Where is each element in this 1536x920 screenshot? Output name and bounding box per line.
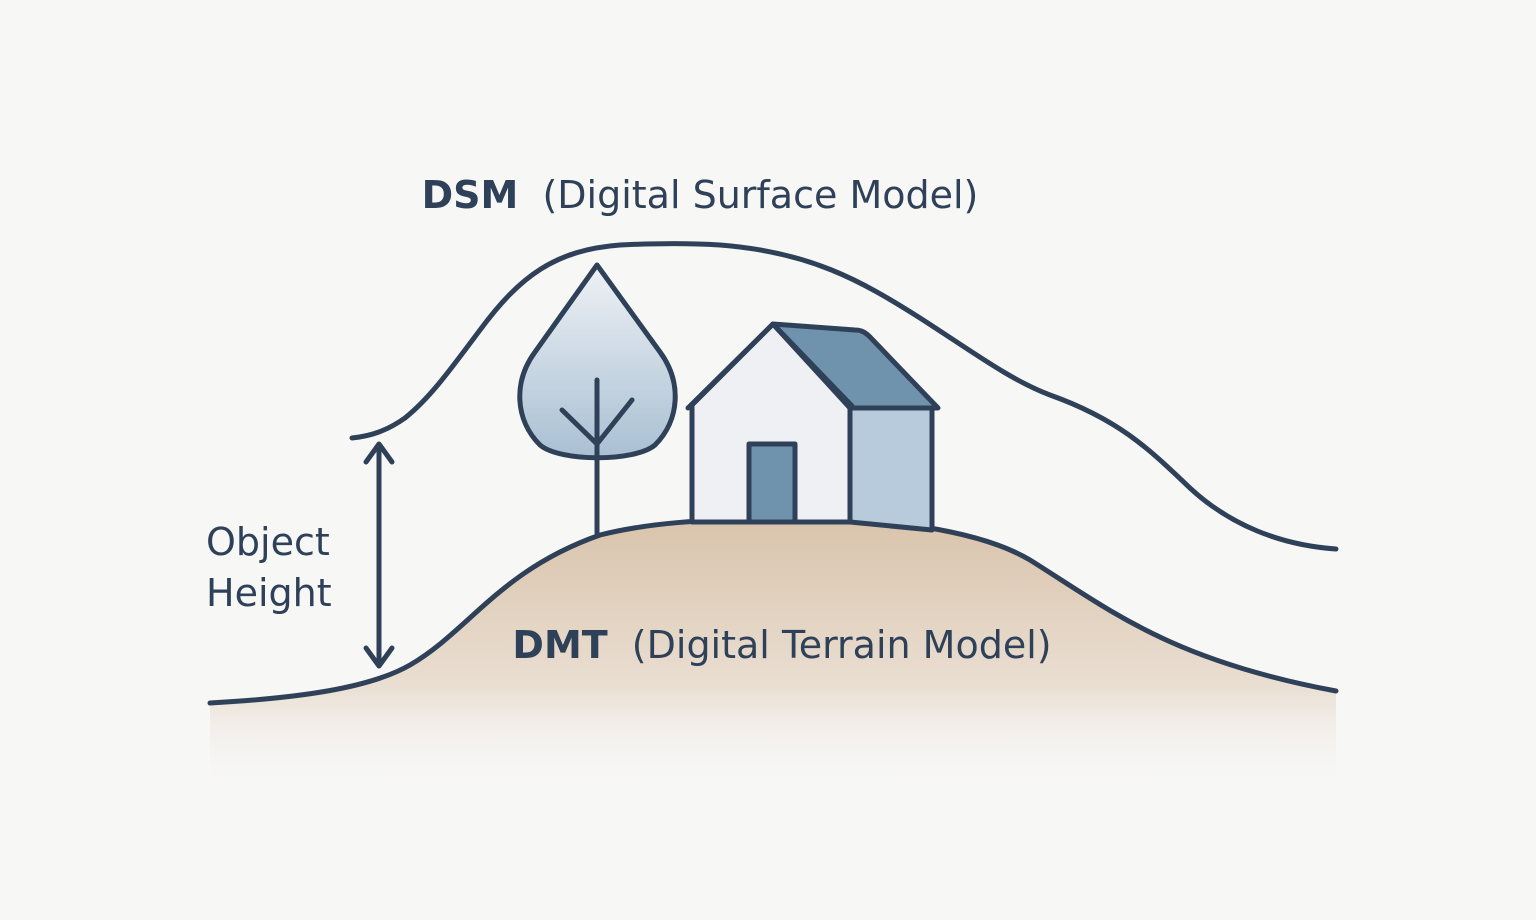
- object-height-line2: Height: [206, 571, 332, 615]
- terrain-fill: [210, 517, 1336, 790]
- arrow-head-up: [363, 441, 395, 465]
- house-roof-edge: [685, 321, 855, 411]
- object-height-label: Object Height: [206, 520, 342, 615]
- dsm-abbr: DSM: [422, 173, 519, 217]
- object-height-line1: Object: [206, 520, 330, 564]
- house-icon: [685, 321, 941, 533]
- dsm-full-name: (Digital Surface Model): [542, 173, 978, 217]
- arrow-head-down: [363, 645, 395, 669]
- tree-icon: [517, 262, 678, 536]
- object-height-arrow: [363, 441, 395, 669]
- dmt-abbr: DMT: [512, 623, 607, 667]
- dsm-label: DSM (Digital Surface Model): [422, 173, 979, 217]
- dmt-label: DMT (Digital Terrain Model): [512, 623, 1051, 667]
- dsm-surface-line: [349, 241, 1339, 552]
- house-side-wall: [847, 405, 935, 533]
- house-door: [746, 441, 798, 525]
- dmt-full-name: (Digital Terrain Model): [632, 623, 1052, 667]
- tree-branches: [559, 397, 635, 447]
- house-roof: [770, 321, 941, 411]
